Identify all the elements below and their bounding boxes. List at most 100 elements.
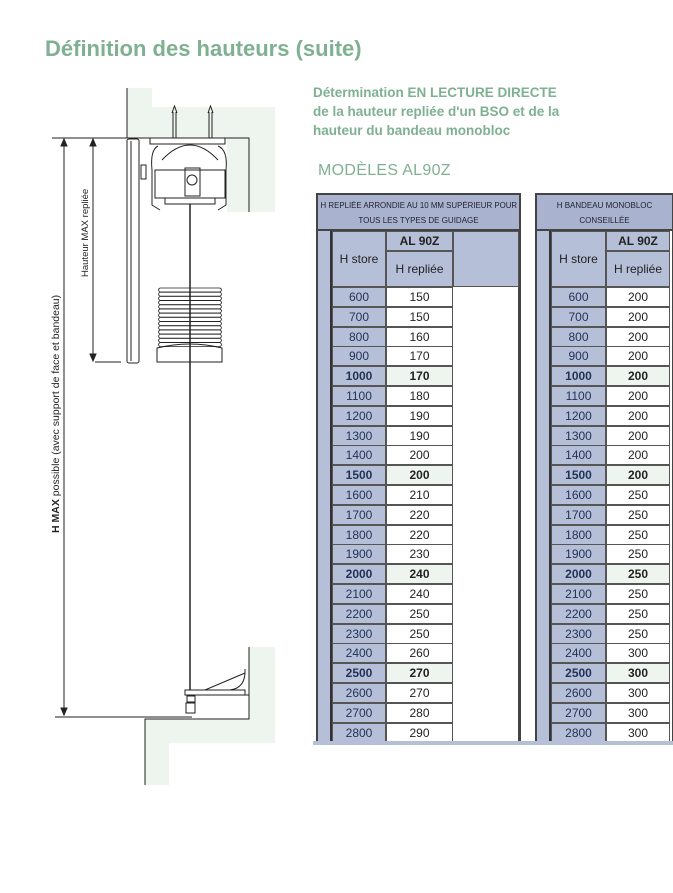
cell-h-store: 600	[332, 287, 386, 307]
cell-h-value: 200	[606, 326, 670, 347]
bottom-rule	[313, 741, 673, 745]
cell-h-store: 900	[551, 346, 606, 367]
cell-h-store: 700	[551, 306, 606, 327]
cell-h-store: 1700	[551, 504, 606, 525]
headrail-mechanism	[149, 104, 227, 211]
slat-pack	[158, 287, 222, 347]
cell-h-value: 270	[386, 663, 453, 684]
models-label: MODÈLES AL90Z	[318, 162, 451, 179]
table-hauteur-repliee: H REPLIÉE ARRONDIE AU 10 MM SUPÉRIEUR PO…	[316, 193, 521, 745]
cell-h-store: 2500	[332, 663, 386, 684]
cell-h-value: 170	[386, 366, 453, 387]
cell-h-store: 2000	[551, 564, 606, 585]
cell-h-store: 2200	[332, 603, 386, 624]
cell-h-value: 200	[606, 346, 670, 367]
cell-h-value: 230	[386, 544, 453, 565]
cell-h-value: 250	[606, 504, 670, 525]
wall-bottom	[144, 647, 275, 785]
cell-h-store: 900	[332, 346, 386, 367]
col-header-model: AL 90Z	[386, 231, 453, 251]
cell-h-value: 250	[606, 584, 670, 604]
cell-h-store: 1700	[332, 504, 386, 525]
col-header-empty	[453, 231, 519, 287]
col-header-value: H repliée	[386, 251, 453, 287]
table-header: H BANDEAU MONOBLOC CONSEILLÉE	[537, 193, 672, 231]
header-line: CONSEILLÉE	[579, 216, 630, 225]
cell-h-value: 190	[386, 405, 453, 426]
cell-h-value: 250	[386, 623, 453, 644]
cell-h-value: 200	[606, 287, 670, 307]
slat	[158, 342, 222, 347]
cell-h-store: 800	[551, 326, 606, 347]
cell-h-value: 260	[386, 643, 453, 664]
divider	[518, 287, 519, 743]
col-header-model: AL 90Z	[606, 231, 670, 251]
cell-h-value: 300	[606, 663, 670, 684]
col-header-store: H store	[551, 231, 606, 287]
cell-h-value: 240	[386, 584, 453, 604]
cell-h-store: 2100	[332, 584, 386, 604]
cell-h-store: 2800	[332, 722, 386, 743]
cell-h-store: 700	[332, 306, 386, 327]
cell-h-value: 300	[606, 643, 670, 664]
subtitle-line: Détermination EN LECTURE DIRECTE	[313, 85, 557, 100]
col-header-value: H repliée	[606, 251, 670, 287]
wall-top	[126, 88, 275, 212]
cell-h-value: 250	[606, 544, 670, 565]
cell-h-value: 290	[386, 722, 453, 743]
header-line: H REPLIÉE ARRONDIE AU 10 MM SUPÉRIEUR PO…	[320, 201, 517, 210]
cell-h-store: 2000	[332, 564, 386, 585]
left-strip	[318, 231, 332, 743]
cell-h-value: 200	[606, 445, 670, 466]
cell-h-value: 180	[386, 386, 453, 406]
hmax-label-rest: possible (avec support de face et bandea…	[50, 294, 62, 500]
cell-h-value: 300	[606, 702, 670, 723]
cell-h-store: 1600	[551, 485, 606, 505]
cell-h-store: 1300	[332, 425, 386, 446]
cell-h-value: 270	[386, 683, 453, 703]
hauteur-max-repliee-label: Hauteur MAX repliée	[80, 188, 91, 277]
page-title: Définition des hauteurs (suite)	[45, 36, 362, 61]
cell-h-value: 200	[606, 405, 670, 426]
cell-h-value: 200	[606, 366, 670, 387]
cell-h-store: 2700	[332, 702, 386, 723]
cell-h-store: 1200	[551, 405, 606, 426]
cell-h-value: 240	[386, 564, 453, 585]
cell-h-store: 2400	[332, 643, 386, 664]
cell-h-value: 220	[386, 504, 453, 525]
bottom-bracket	[184, 668, 246, 714]
cell-h-store: 2600	[551, 683, 606, 703]
cell-h-value: 170	[386, 346, 453, 367]
cell-h-store: 1900	[551, 544, 606, 565]
cell-h-value: 250	[606, 603, 670, 624]
cell-h-store: 1200	[332, 405, 386, 426]
cell-h-store: 1400	[551, 445, 606, 466]
cell-h-store: 600	[551, 287, 606, 307]
header-line: TOUS LES TYPES DE GUIDAGE	[358, 216, 479, 225]
cell-h-store: 800	[332, 326, 386, 347]
cell-h-value: 200	[606, 386, 670, 406]
cell-h-store: 1100	[332, 386, 386, 406]
cell-h-store: 2800	[551, 722, 606, 743]
cell-h-store: 2500	[551, 663, 606, 684]
cell-h-value: 200	[606, 465, 670, 486]
cell-h-store: 1500	[551, 465, 606, 486]
subtitle: Détermination EN LECTURE DIRECTE de la h…	[313, 83, 559, 140]
cell-h-store: 1300	[551, 425, 606, 446]
cell-h-store: 2600	[332, 683, 386, 703]
cell-h-value: 250	[606, 564, 670, 585]
col-header-store: H store	[332, 231, 386, 287]
cell-h-store: 2400	[551, 643, 606, 664]
cell-h-value: 250	[606, 524, 670, 545]
hmax-label-bold: H MAX	[50, 499, 62, 533]
bottom-bar	[156, 343, 223, 363]
hmax-label: H MAX possible (avec support de face et …	[50, 295, 62, 533]
cell-h-value: 150	[386, 287, 453, 307]
subtitle-line: de la hauteur repliée d'un BSO et de la	[313, 104, 560, 119]
cell-h-store: 1000	[551, 366, 606, 387]
cell-h-value: 250	[386, 603, 453, 624]
cell-h-store: 2700	[551, 702, 606, 723]
cell-h-value: 200	[386, 465, 453, 486]
header-line: H BANDEAU MONOBLOC	[556, 201, 653, 210]
cell-h-value: 200	[386, 445, 453, 466]
